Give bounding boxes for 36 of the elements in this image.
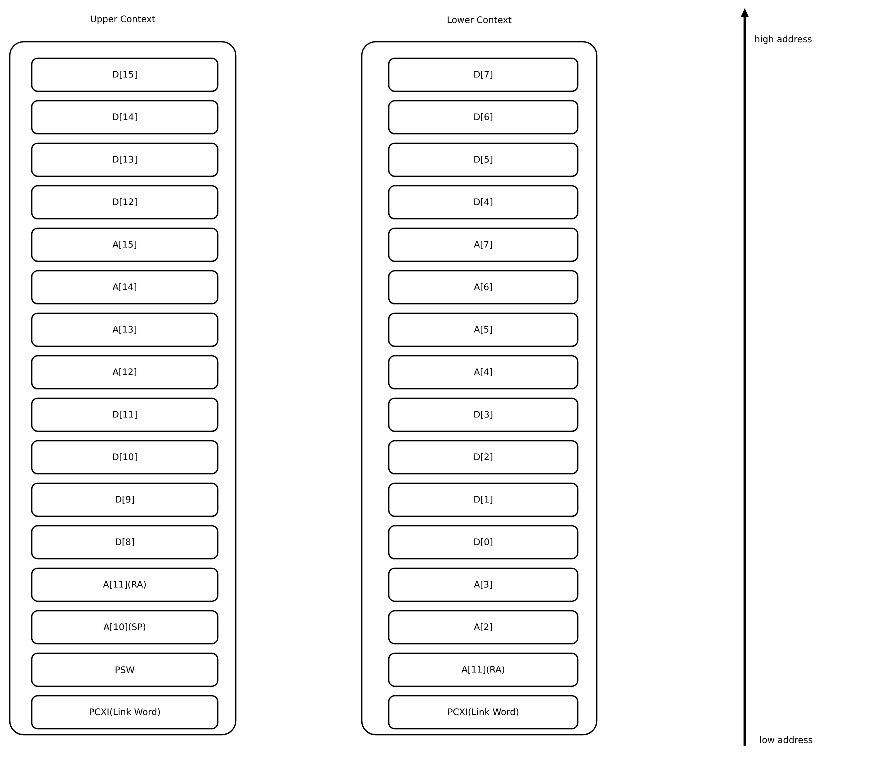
register-box: D[0] — [388, 525, 579, 560]
register-box: A[4] — [388, 355, 579, 390]
register-box: D[12] — [31, 185, 219, 220]
register-box: D[2] — [388, 440, 579, 475]
register-box: D[15] — [31, 58, 219, 92]
register-box: A[6] — [388, 270, 579, 305]
register-box: D[4] — [388, 185, 579, 220]
register-box: A[2] — [388, 610, 579, 645]
register-box: D[8] — [31, 525, 219, 560]
register-box: D[14] — [31, 100, 219, 135]
register-box: A[7] — [388, 228, 579, 262]
register-box: A[15] — [31, 228, 219, 262]
axis-label: high address — [755, 36, 812, 44]
context-heading: Upper Context — [91, 16, 156, 24]
register-box: A[5] — [388, 312, 579, 348]
register-box: PSW — [31, 652, 219, 688]
register-box: D[5] — [388, 142, 579, 178]
register-box: PCXI(Link Word) — [31, 695, 219, 730]
axis-label: low address — [760, 736, 813, 744]
register-box: PCXI(Link Word) — [388, 695, 579, 730]
register-box: D[3] — [388, 398, 579, 432]
register-box: A[12] — [31, 355, 219, 390]
register-box: D[11] — [31, 398, 219, 432]
register-box: A[14] — [31, 270, 219, 305]
register-box: A[11](RA) — [388, 652, 579, 688]
context-heading: Lower Context — [448, 16, 512, 24]
register-box: A[11](RA) — [31, 568, 219, 602]
register-box: D[9] — [31, 482, 219, 518]
register-box: D[7] — [388, 58, 579, 92]
register-box: D[13] — [31, 142, 219, 178]
register-box: A[3] — [388, 568, 579, 602]
register-box: D[1] — [388, 482, 579, 518]
register-box: D[10] — [31, 440, 219, 475]
register-box: A[13] — [31, 312, 219, 348]
register-box: D[6] — [388, 100, 579, 135]
register-box: A[10](SP) — [31, 610, 219, 645]
